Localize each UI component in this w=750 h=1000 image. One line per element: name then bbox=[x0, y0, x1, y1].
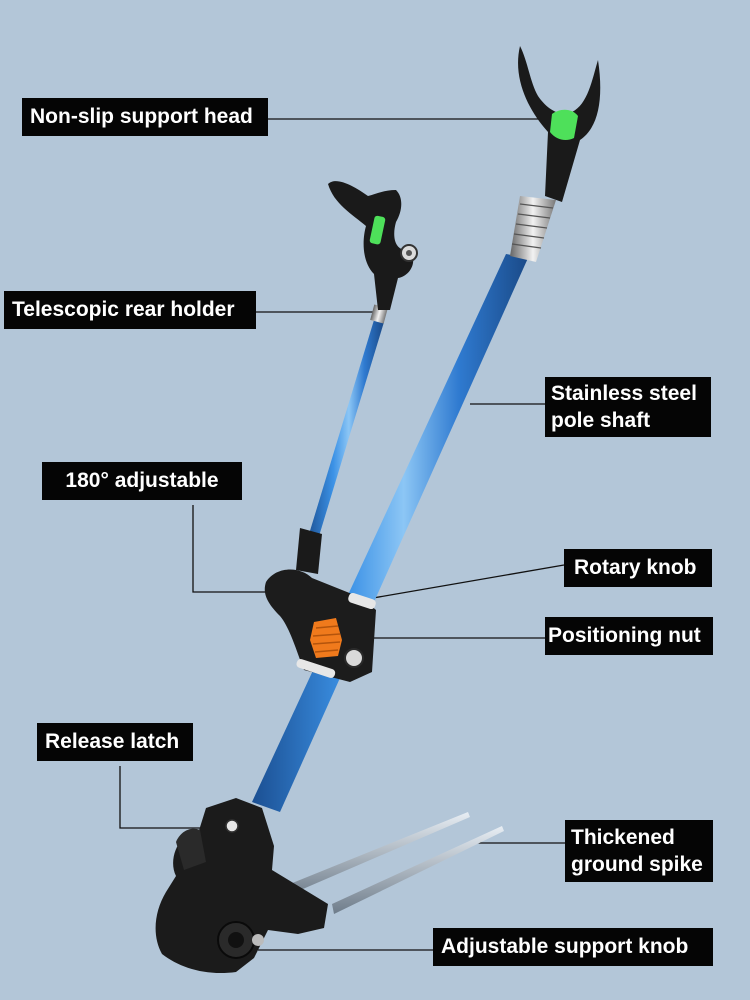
base-clamp bbox=[155, 798, 328, 974]
label-pole-shaft: Stainless steel pole shaft bbox=[545, 377, 711, 437]
rear-pole bbox=[306, 304, 388, 546]
main-pole bbox=[252, 196, 556, 812]
main-support-head bbox=[518, 46, 601, 202]
label-adjustable: 180° adjustable bbox=[42, 462, 242, 500]
label-rear-holder: Telescopic rear holder bbox=[4, 291, 256, 329]
ground-spike bbox=[280, 812, 504, 914]
label-support-head: Non-slip support head bbox=[22, 98, 268, 136]
label-ground-spike: Thickened ground spike bbox=[565, 820, 713, 882]
rear-support-head bbox=[328, 181, 418, 310]
leader-lines bbox=[119, 118, 565, 951]
label-release-latch: Release latch bbox=[37, 723, 193, 761]
label-support-knob: Adjustable support knob bbox=[433, 928, 713, 966]
label-positioning-nut: Positioning nut bbox=[545, 617, 713, 655]
label-rotary-knob: Rotary knob bbox=[564, 549, 712, 587]
pivot-joint bbox=[264, 528, 376, 682]
